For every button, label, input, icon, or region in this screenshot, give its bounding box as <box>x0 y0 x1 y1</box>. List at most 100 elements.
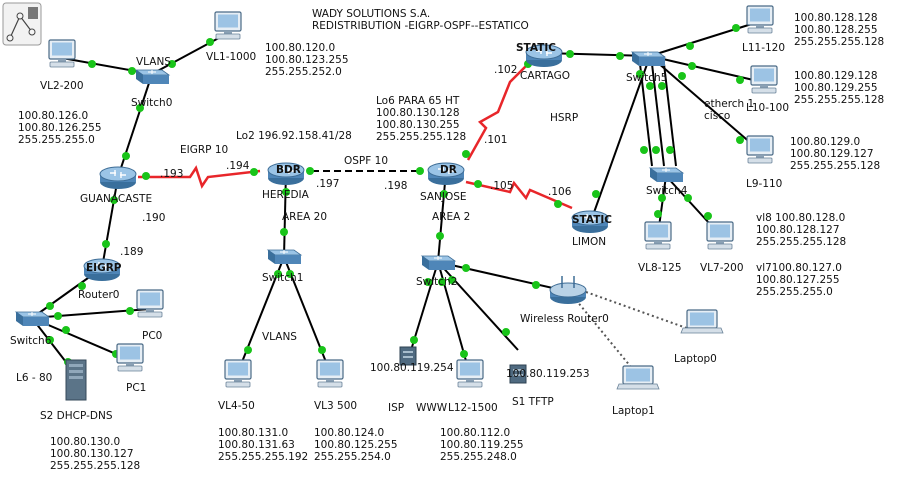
note-s2-net: 100.80.130.0 100.80.130.127 255.255.255.… <box>50 436 141 472</box>
label-area20: AREA 20 <box>282 211 327 223</box>
note-vl7-net: vl7100.80.127.0 100.80.127.255 255.255.2… <box>756 262 842 298</box>
label-vl4: VL4-50 <box>218 400 255 412</box>
label-ip-254: 100.80.119.254 <box>370 362 454 374</box>
label-switch2: Switch2 <box>416 276 458 288</box>
note-l10-net: 100.80.129.128 100.80.129.255 255.255.25… <box>794 70 885 106</box>
label-limon: LIMON <box>572 236 607 248</box>
label-ip-190: .190 <box>142 212 166 224</box>
pc-vl1-icon[interactable] <box>214 11 242 40</box>
label-switch4: Switch4 <box>646 185 688 197</box>
badge-limon: STATIC <box>572 214 612 226</box>
router-guanacaste-icon[interactable] <box>99 166 137 190</box>
label-l11: L11-120 <box>742 42 786 54</box>
note-l9-net: 100.80.129.0 100.80.129.127 255.255.255.… <box>790 136 881 172</box>
label-ip-102: .102 <box>494 64 518 76</box>
header-line1: WADY SOLUTIONS S.A. <box>312 8 431 20</box>
label-ip-105: .105 <box>490 180 514 192</box>
pc1-icon[interactable] <box>116 343 144 372</box>
header-line2: REDISTRIBUTION -EIGRP-OSPF--ESTATICO <box>312 20 529 32</box>
switch1-icon[interactable] <box>267 249 302 265</box>
label-switch5: Switch5 <box>626 72 668 84</box>
pc-l9-icon[interactable] <box>746 135 774 164</box>
label-guanacaste: GUANACASTE <box>80 193 153 205</box>
label-ip-193: .193 <box>160 168 184 180</box>
pc-l11-icon[interactable] <box>746 5 774 34</box>
label-etherch: etherch 1 cisco <box>704 98 755 122</box>
label-ip-194: .194 <box>226 160 250 172</box>
label-ip-198: .198 <box>384 180 408 192</box>
label-eigrp10: EIGRP 10 <box>180 144 229 156</box>
pc-vl3-icon[interactable] <box>316 359 344 388</box>
laptop1-icon[interactable] <box>616 365 660 390</box>
pc-vl4-icon[interactable] <box>224 359 252 388</box>
label-www: WWW <box>416 402 448 414</box>
label-vl2: VL2-200 <box>40 80 84 92</box>
label-wireless: Wireless Router0 <box>520 313 609 325</box>
badge-heredia: BDR <box>276 164 301 176</box>
label-hsrp: HSRP <box>550 112 579 124</box>
port-dots <box>46 24 744 366</box>
note-vl2-net: 100.80.126.0 100.80.126.255 255.255.255.… <box>18 110 102 146</box>
label-pc1: PC1 <box>126 382 147 394</box>
add-note-tool-icon[interactable] <box>2 2 42 46</box>
pc0-icon[interactable] <box>136 289 164 318</box>
badge-cartago: STATIC <box>516 42 556 54</box>
label-router0: Router0 <box>78 289 120 301</box>
label-sanjose: SANJOSE <box>420 191 467 203</box>
note-vl1-net: 100.80.120.0 100.80.123.255 255.255.252.… <box>265 42 349 78</box>
laptop0-icon[interactable] <box>680 309 724 334</box>
label-l6: L6 - 80 <box>16 372 53 384</box>
label-l10: L10-100 <box>746 102 790 114</box>
label-ospf10: OSPF 10 <box>344 155 388 167</box>
label-vlans-bottom: VLANS <box>262 331 297 343</box>
note-l11-net: 100.80.128.128 100.80.128.255 255.255.25… <box>794 12 885 48</box>
label-area2: AREA 2 <box>432 211 471 223</box>
label-ip-101: .101 <box>484 134 508 146</box>
label-s1: S1 TFTP <box>512 396 554 408</box>
label-ip-189: .189 <box>120 246 144 258</box>
label-ip-197: .197 <box>316 178 340 190</box>
label-l12: L12-1500 <box>448 402 498 414</box>
pc-vl7-icon[interactable] <box>706 221 734 250</box>
pc-l12-icon[interactable] <box>456 359 484 388</box>
label-switch0: Switch0 <box>131 97 173 109</box>
label-vl8: VL8-125 <box>638 262 682 274</box>
label-vlans-top: VLANS <box>136 56 171 68</box>
label-switch1: Switch1 <box>262 272 304 284</box>
label-ip-106: .106 <box>548 186 572 198</box>
label-lo2: Lo2 196.92.158.41/28 <box>236 130 352 142</box>
wireless-router-icon[interactable] <box>549 275 587 305</box>
note-vl8-net: vl8 100.80.128.0 100.80.128.127 255.255.… <box>756 212 847 248</box>
pc-l10-icon[interactable] <box>750 65 778 94</box>
note-lo6: Lo6 PARA 65 HT 100.80.130.128 100.80.130… <box>376 95 467 143</box>
switch6-icon[interactable] <box>15 311 50 327</box>
label-ip-253: 100.80.119.253 <box>506 368 590 380</box>
label-vl7: VL7-200 <box>700 262 744 274</box>
label-vl3: VL3 500 <box>314 400 358 412</box>
badge-router0: EIGRP <box>86 262 122 274</box>
switch4-icon[interactable] <box>649 167 684 183</box>
label-isp: ISP <box>388 402 405 414</box>
note-vl3-net: 100.80.124.0 100.80.125.255 255.255.254.… <box>314 427 398 463</box>
pc-vl2-icon[interactable] <box>48 39 76 68</box>
label-heredia: HEREDIA <box>262 189 309 201</box>
note-switch2-net: 100.80.112.0 100.80.119.255 255.255.248.… <box>440 427 524 463</box>
note-vl4-net: 100.80.131.0 100.80.131.63 255.255.255.1… <box>218 427 309 463</box>
label-l9: L9-110 <box>746 178 783 190</box>
label-laptop0: Laptop0 <box>674 353 717 365</box>
badge-sanjose: DR <box>440 164 457 176</box>
pc-vl8-icon[interactable] <box>644 221 672 250</box>
switch0-icon[interactable] <box>135 69 170 85</box>
label-pc0: PC0 <box>142 330 163 342</box>
label-vl1: VL1-1000 <box>206 51 257 63</box>
label-s2: S2 DHCP-DNS <box>40 410 113 422</box>
server-s2-icon[interactable] <box>65 359 87 401</box>
switch5-icon[interactable] <box>631 51 666 67</box>
label-switch6: Switch6 <box>10 335 52 347</box>
serial-links <box>138 61 573 210</box>
label-laptop1: Laptop1 <box>612 405 655 417</box>
wireless-links <box>575 291 693 379</box>
switch2-icon[interactable] <box>421 255 456 271</box>
label-cartago: CARTAGO <box>520 70 571 82</box>
